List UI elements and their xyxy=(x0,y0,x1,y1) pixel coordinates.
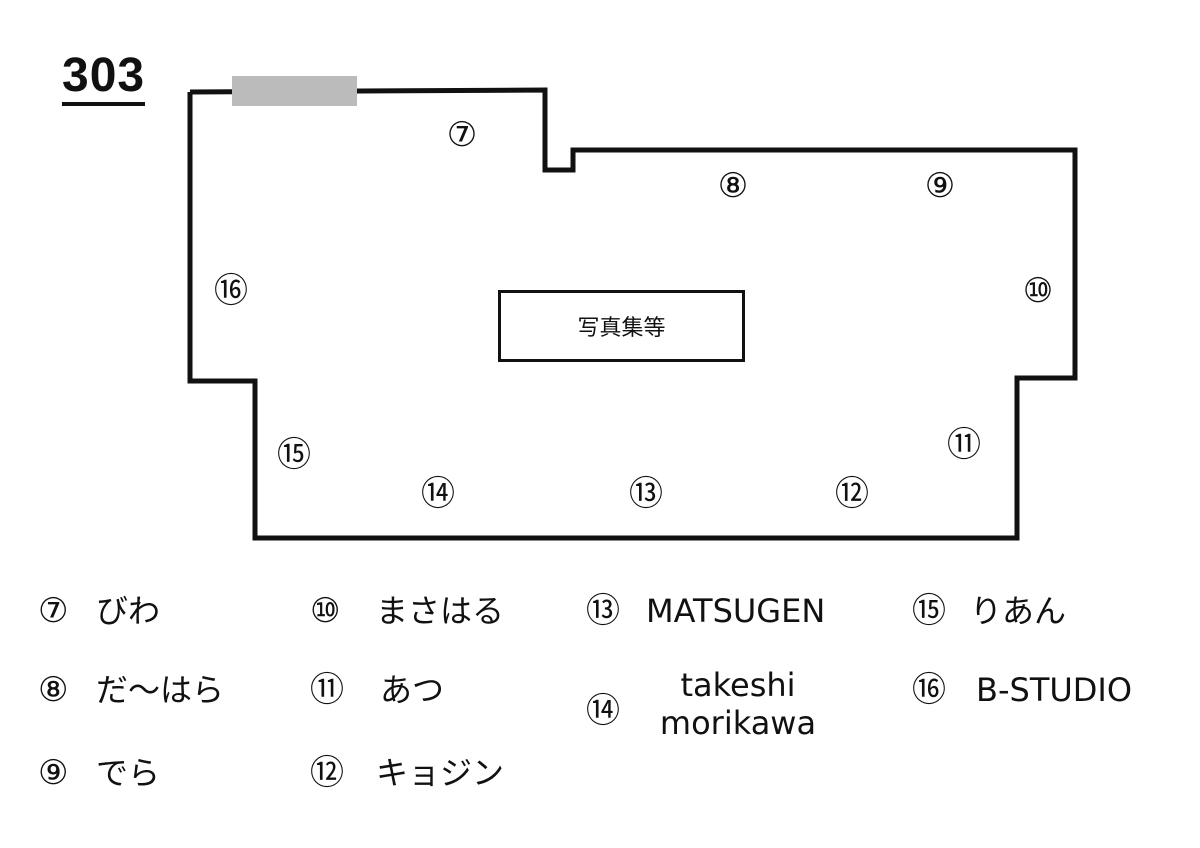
legend-item-14: ⑭ xyxy=(586,694,644,728)
legend-name: あつ xyxy=(380,671,445,709)
legend-name-14: takeshi morikawa xyxy=(648,666,828,743)
legend-item-10: ⑩ まさはる xyxy=(310,594,504,628)
legend-name: だ〜はら xyxy=(96,671,225,709)
legend-item-16: ⑯ B-STUDIO xyxy=(912,673,1132,707)
legend-item-12: ⑫ キョジン xyxy=(310,756,504,790)
legend-item-13: ⑬ MATSUGEN xyxy=(586,594,825,628)
legend-number: ⑨ xyxy=(38,753,69,793)
legend-name: まさはる xyxy=(376,592,505,630)
legend-item-8: ⑧ だ〜はら xyxy=(38,673,224,707)
legend-number: ⑦ xyxy=(38,591,69,631)
booth-marker-11: ⑪ xyxy=(947,425,981,465)
booth-marker-14: ⑭ xyxy=(421,474,455,514)
legend-name: りあん xyxy=(970,592,1067,630)
legend-number: ⑪ xyxy=(310,670,344,710)
room-outline xyxy=(187,87,1078,541)
legend-number: ⑧ xyxy=(38,670,69,710)
legend-item-11: ⑪ あつ xyxy=(310,673,444,707)
booth-marker-9: ⑨ xyxy=(924,166,956,206)
legend-name: B-STUDIO xyxy=(976,671,1133,709)
door xyxy=(232,76,357,106)
booth-marker-16: ⑯ xyxy=(214,271,248,311)
legend-name-line-2: morikawa xyxy=(659,704,817,743)
legend-number: ⑯ xyxy=(912,670,946,710)
booth-marker-12: ⑫ xyxy=(835,474,869,514)
legend-name-line-1: takeshi xyxy=(680,666,796,704)
legend-item-7: ⑦ びわ xyxy=(38,594,160,628)
booth-marker-15: ⑮ xyxy=(277,435,311,475)
legend-item-15: ⑮ りあん xyxy=(912,594,1066,628)
legend-item-9: ⑨ でら xyxy=(38,756,160,790)
center-table: 写真集等 xyxy=(498,290,745,362)
booth-marker-8: ⑧ xyxy=(717,166,749,206)
legend-name: MATSUGEN xyxy=(646,592,826,630)
room-number: 303 xyxy=(62,52,146,106)
legend-number: ⑩ xyxy=(310,591,341,631)
legend-name: びわ xyxy=(96,592,161,630)
legend-number: ⑫ xyxy=(310,753,344,793)
center-table-label: 写真集等 xyxy=(577,316,666,341)
booth-marker-7: ⑦ xyxy=(446,115,478,155)
booth-marker-13: ⑬ xyxy=(629,474,663,514)
legend-name: でら xyxy=(96,754,161,792)
booth-marker-10: ⑩ xyxy=(1022,271,1054,311)
legend-name: キョジン xyxy=(376,754,505,792)
legend-number: ⑭ xyxy=(586,691,620,731)
legend-number: ⑮ xyxy=(912,591,946,631)
legend-number: ⑬ xyxy=(586,591,620,631)
